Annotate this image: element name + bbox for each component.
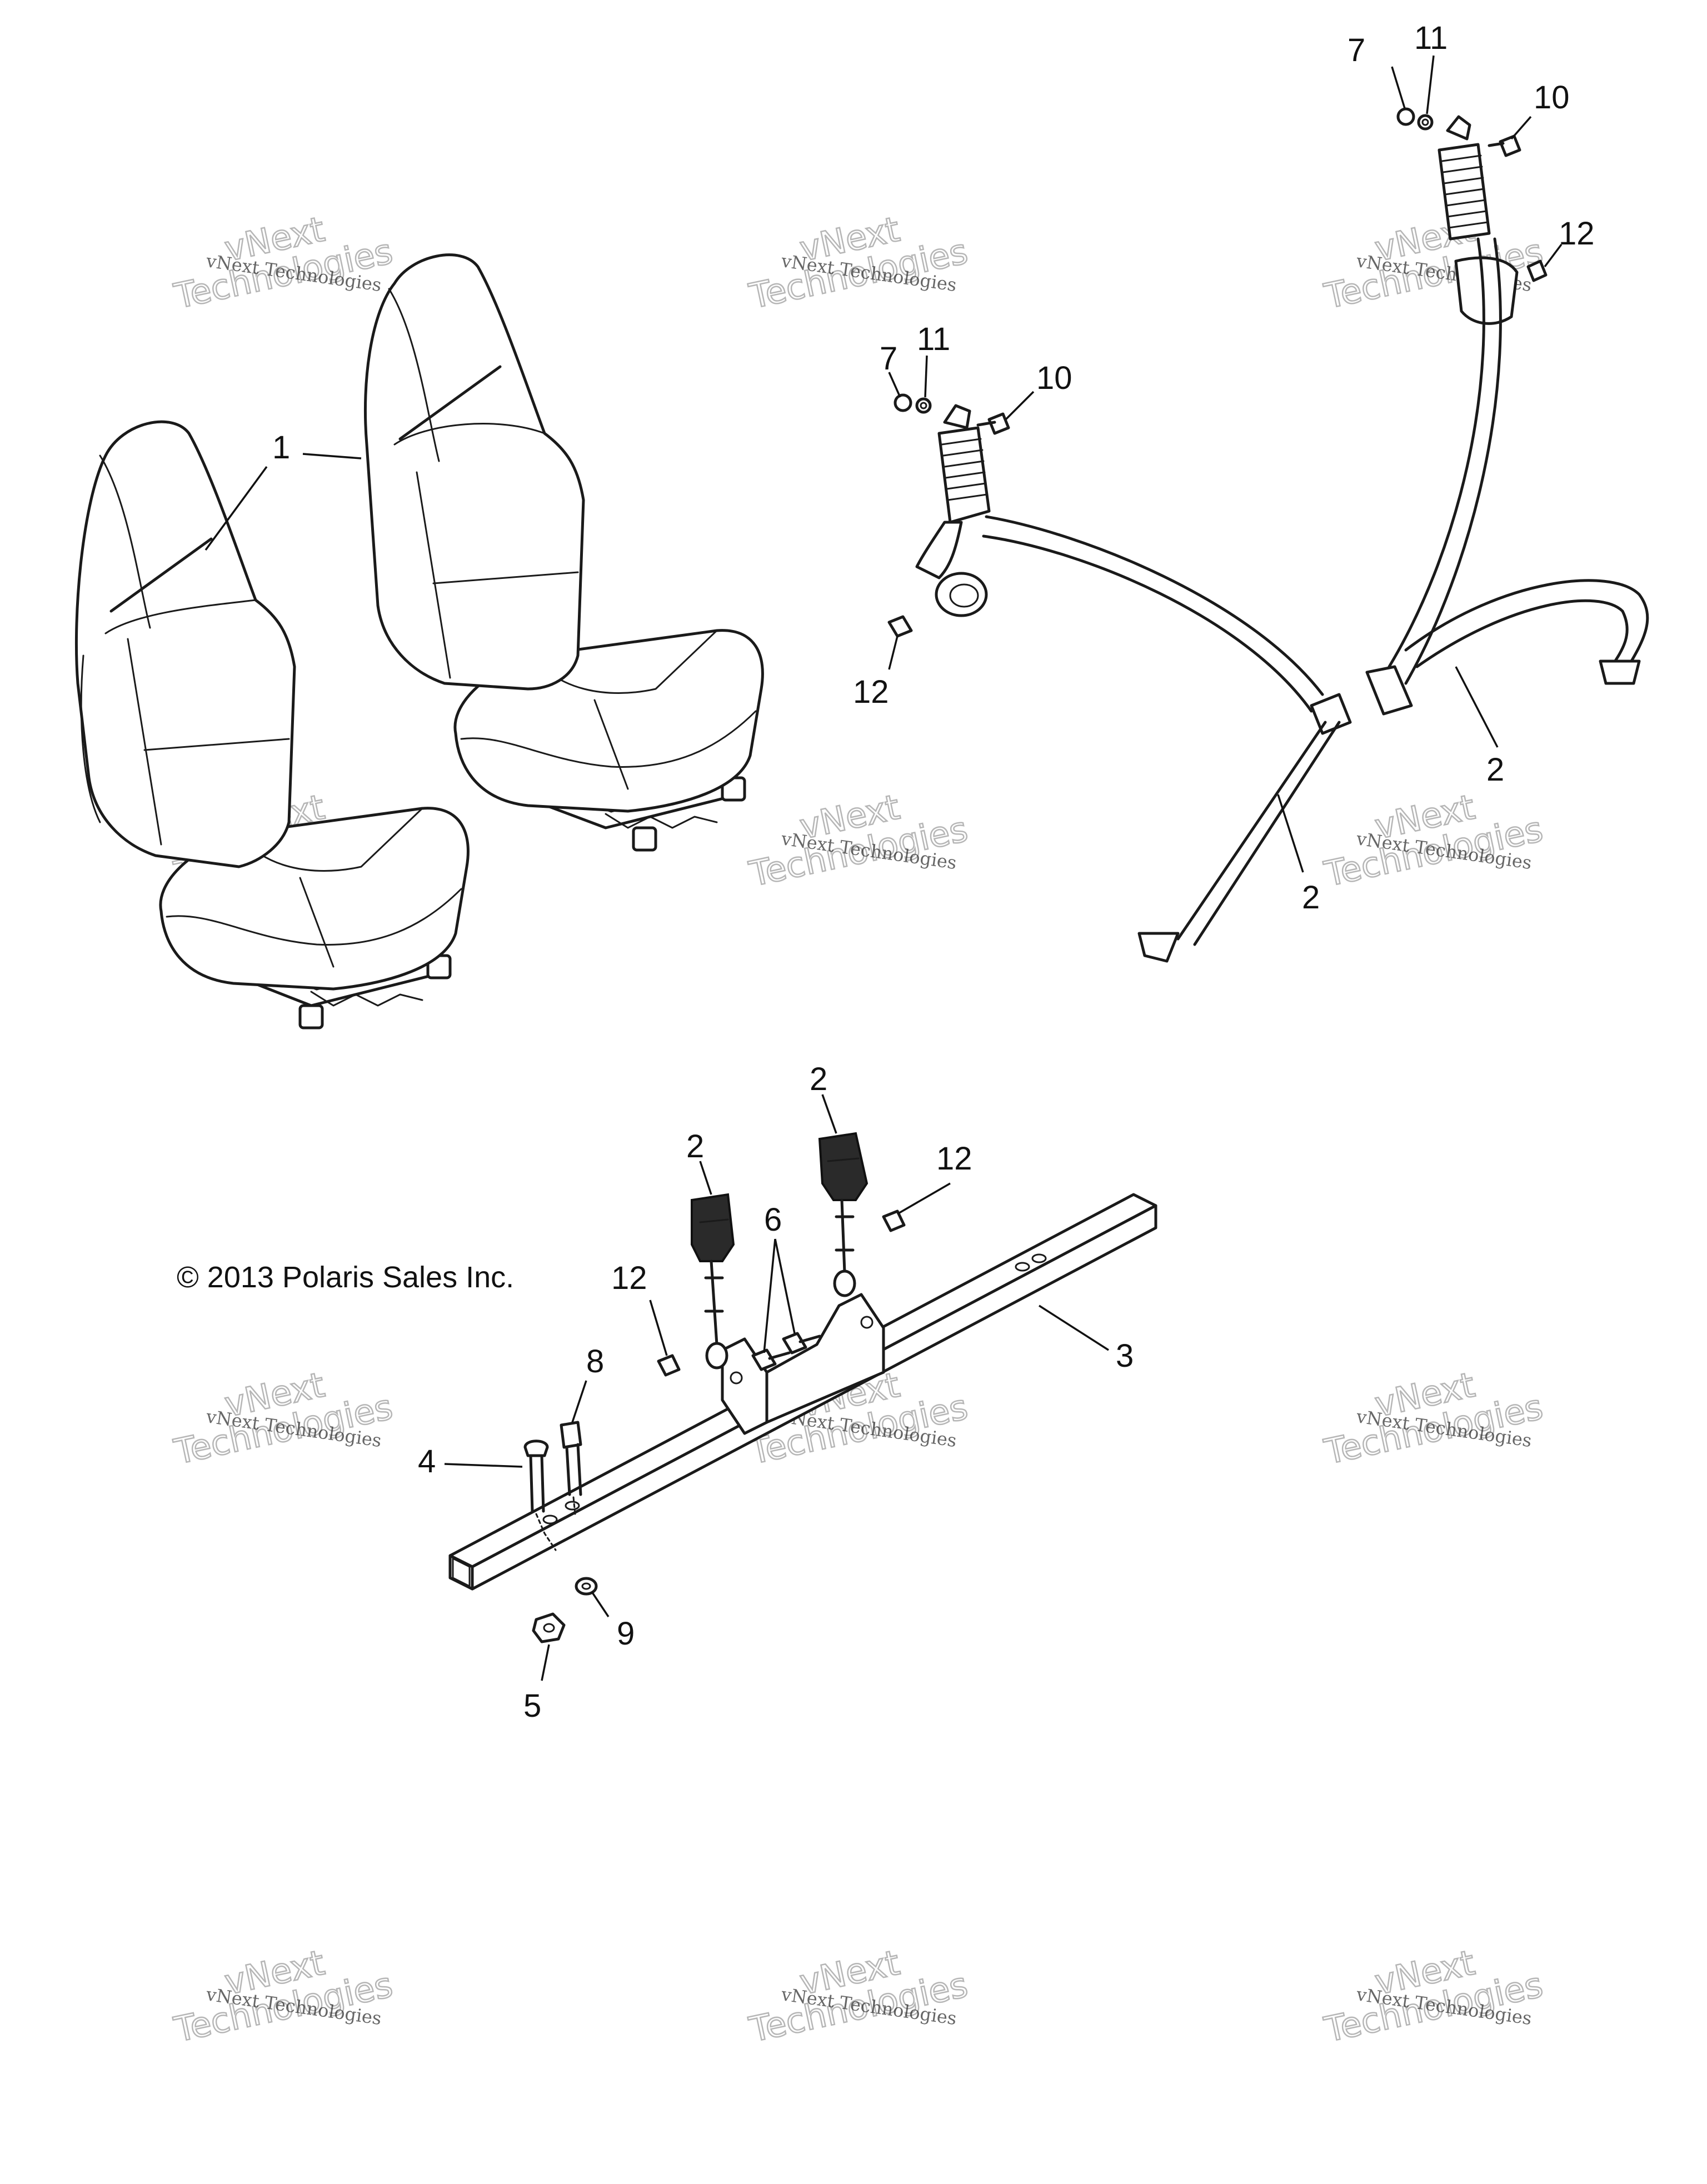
cross-bar	[448, 1193, 1157, 1591]
callout-5: 5	[523, 1688, 541, 1724]
callout-10-right: 10	[1534, 79, 1570, 116]
watermark-r4c2: Technologies vNext vNext Technologies	[745, 1941, 972, 2051]
callout-2-belt-left: 2	[1302, 879, 1320, 916]
callout-11-left: 11	[917, 321, 950, 357]
callout-12-belt-left: 12	[853, 674, 889, 710]
leader-lines	[204, 55, 1563, 1681]
callout-9: 9	[617, 1616, 635, 1652]
buckles	[691, 1132, 869, 1370]
watermark-r2c3: Technologies vNext vNext Technologies	[1320, 786, 1547, 895]
watermark-r4c3: Technologies vNext vNext Technologies	[1320, 1941, 1547, 2051]
watermark-r1c2: Technologies vNext vNext Technologies	[745, 208, 972, 317]
callout-labels: 1 7 11 10 12 2 2 7 11 10 12 2 2 12 12 6 …	[272, 20, 1595, 1724]
seat-rear	[363, 253, 764, 852]
watermark-r2c2: Technologies vNext vNext Technologies	[745, 786, 972, 895]
callout-1: 1	[272, 429, 290, 466]
callout-7-right: 7	[1347, 32, 1365, 68]
copyright-notice: © 2013 Polaris Sales Inc.	[177, 1261, 514, 1294]
callout-8: 8	[586, 1343, 604, 1380]
callout-10-left: 10	[1036, 360, 1072, 396]
callout-7-left: 7	[880, 341, 897, 377]
belt-hardware	[887, 107, 1548, 638]
callout-12-bar-left: 12	[611, 1260, 647, 1296]
watermark-r4c1: Technologies vNext vNext Technologies	[170, 1941, 397, 2051]
watermark-r1c1: Technologies vNext vNext Technologies	[170, 208, 397, 317]
callout-4: 4	[418, 1443, 436, 1480]
callout-2-buckle-left: 2	[686, 1128, 704, 1165]
callout-12-belt-right: 12	[1559, 216, 1595, 252]
watermark-r3c3: Technologies vNext vNext Technologies	[1320, 1363, 1547, 1473]
callout-2-buckle-right: 2	[810, 1061, 827, 1097]
seat-front	[74, 420, 470, 1029]
callout-2-belt-right: 2	[1486, 752, 1504, 788]
callout-11-right: 11	[1414, 20, 1448, 56]
seat-belt-right	[1365, 115, 1649, 716]
watermark-r3c1: Technologies vNext vNext Technologies	[170, 1363, 397, 1473]
callout-6: 6	[764, 1202, 782, 1238]
callout-12-bar-right: 12	[936, 1141, 972, 1177]
bar-fasteners	[523, 1210, 906, 1643]
seat-belt-left	[915, 404, 1352, 963]
callout-3: 3	[1116, 1338, 1134, 1374]
